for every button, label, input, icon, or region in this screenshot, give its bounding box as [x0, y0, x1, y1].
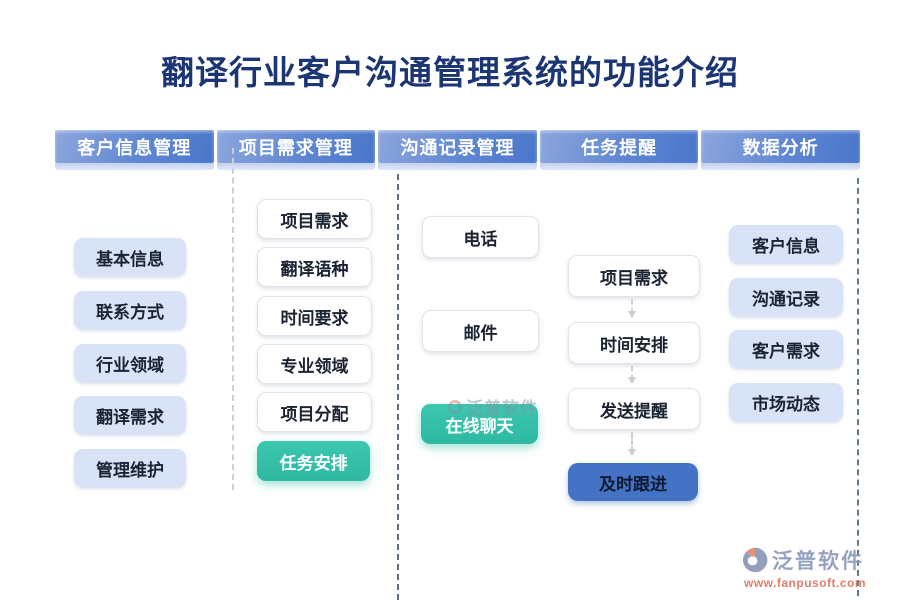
page-title: 翻译行业客户沟通管理系统的功能介绍 — [161, 54, 739, 91]
node-customer-needs: 客户需求 — [729, 330, 843, 368]
column-header-label: 数据分析 — [742, 137, 819, 158]
dashed-down-arrow-icon — [628, 299, 636, 318]
column-header-label: 任务提醒 — [581, 137, 658, 158]
dashed-down-arrow-icon — [628, 366, 636, 384]
node-project-requirements-reminder: 项目需求 — [568, 255, 700, 297]
column-header-label: 客户信息管理 — [77, 137, 192, 158]
node-industry-field: 行业领域 — [74, 344, 186, 382]
node-translation-languages: 翻译语种 — [257, 247, 372, 287]
column-header-customer-info-mgmt: 客户信息管理 — [55, 130, 214, 170]
node-translation-needs: 翻译需求 — [74, 396, 186, 434]
node-time-requirements: 时间要求 — [257, 296, 372, 336]
logo-website-text: www.fanpusoft.com — [744, 576, 867, 590]
node-market-trends: 市场动态 — [729, 383, 843, 421]
watermark-fanpu-center: 泛普软件 — [448, 394, 538, 419]
column-divider-dashed — [857, 178, 859, 596]
node-online-chat: 在线聊天 — [421, 404, 538, 444]
column-header-label: 项目需求管理 — [238, 137, 353, 158]
column-header-communication-records-mgmt: 沟通记录管理 — [378, 130, 537, 170]
column-divider-dashed — [232, 148, 234, 490]
node-specialty-field: 专业领域 — [257, 344, 372, 384]
node-management-maintenance: 管理维护 — [74, 449, 186, 487]
node-time-schedule: 时间安排 — [568, 322, 700, 364]
column-header-task-reminder: 任务提醒 — [539, 130, 699, 170]
node-project-assignment: 项目分配 — [257, 392, 372, 432]
dashed-down-arrow-icon — [628, 432, 636, 456]
node-basic-info: 基本信息 — [74, 238, 186, 276]
node-timely-followup: 及时跟进 — [568, 463, 698, 501]
fanpusoft-logo: 泛普软件 www.fanpusoft.com — [742, 545, 892, 590]
watermark-text: 泛普软件 — [466, 399, 538, 418]
node-customer-info: 客户信息 — [729, 225, 843, 263]
column-header-label: 沟通记录管理 — [400, 137, 515, 158]
node-email: 邮件 — [422, 310, 539, 352]
fanpusoft-logo-icon — [742, 547, 768, 573]
logo-brand-text: 泛普软件 — [772, 550, 864, 573]
node-contact-method: 联系方式 — [74, 291, 186, 329]
fanpu-watermark-icon — [448, 399, 462, 414]
column-divider-dashed — [397, 174, 399, 600]
column-header-project-requirements-mgmt: 项目需求管理 — [216, 130, 376, 170]
node-send-reminder: 发送提醒 — [568, 388, 700, 430]
node-task-arrangement: 任务安排 — [257, 441, 370, 481]
node-phone: 电话 — [422, 216, 539, 258]
node-project-requirements: 项目需求 — [257, 199, 372, 239]
column-header-data-analysis: 数据分析 — [701, 130, 860, 170]
column-header-row: 客户信息管理 项目需求管理 沟通记录管理 任务提醒 数据分析 — [55, 130, 860, 170]
node-communication-records: 沟通记录 — [729, 278, 843, 316]
